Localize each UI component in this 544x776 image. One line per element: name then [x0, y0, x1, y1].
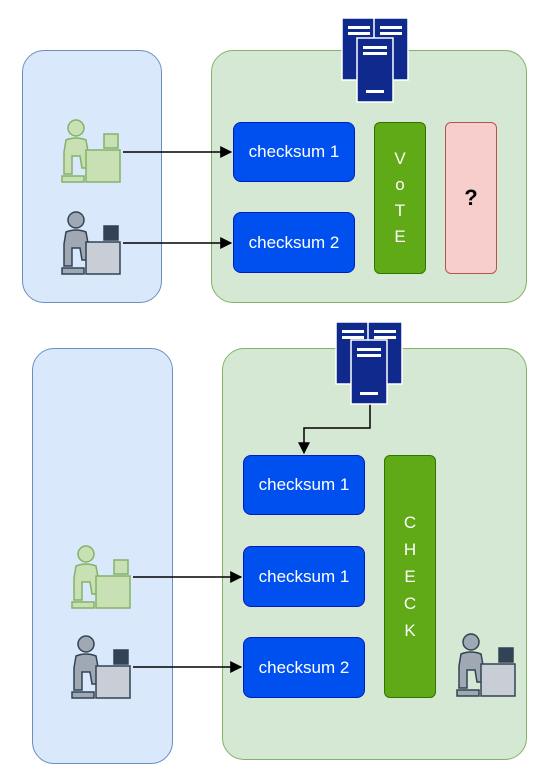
vote-letter: o [395, 175, 405, 194]
vote-letter: V [394, 149, 406, 168]
server-icon-top [341, 17, 409, 103]
check-box: C H E C K [384, 455, 436, 698]
bottom-checksum-2: checksum 2 [243, 637, 365, 698]
unknown-box: ? [445, 122, 497, 274]
check-letter: H [403, 540, 417, 559]
check-letter: E [404, 567, 416, 586]
server-icon-bottom [335, 321, 403, 405]
top-checksum-2: checksum 2 [233, 212, 355, 273]
top-checksum-1: checksum 1 [233, 122, 355, 182]
vote-letter: T [394, 201, 406, 220]
vote-letter: E [394, 227, 406, 246]
unknown-mark: ? [464, 185, 478, 210]
arrow-server-to-checksum1 [298, 398, 371, 455]
bottom-checksum-1b: checksum 1 [243, 546, 365, 607]
check-letter: C [403, 594, 417, 613]
bottom-checksum-1a: checksum 1 [243, 455, 365, 515]
bottom-clients-panel [32, 348, 173, 764]
vote-box: V o T E [374, 122, 426, 274]
check-letter: C [403, 513, 417, 532]
check-letter: K [404, 621, 416, 640]
